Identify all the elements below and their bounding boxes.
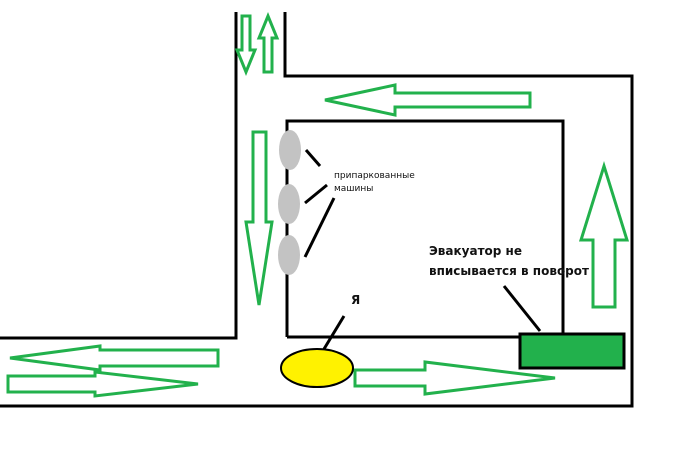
arrow-down-left-street (244, 130, 274, 306)
pointer-line (303, 197, 336, 258)
parked-car (279, 130, 301, 170)
tow-truck (518, 332, 626, 370)
arrow-right-bottom-left (6, 370, 199, 398)
arrow-right-bottom (353, 360, 556, 396)
pointer-lines (303, 149, 542, 350)
arrow-left-top (324, 83, 532, 117)
parked-cars-label-line2: машины (334, 184, 374, 194)
pointer-line (322, 315, 346, 350)
my-car (280, 348, 354, 388)
arrow-up-right-street (578, 160, 630, 309)
parked-cars (278, 130, 301, 275)
road-edges (0, 12, 634, 408)
tow-truck-label: Эвакуатор не вписывается в поворот (429, 241, 589, 281)
tow-truck-label-line2: вписывается в поворот (429, 264, 589, 278)
block-edge (285, 119, 565, 337)
road-edge-outer (0, 12, 634, 408)
pointer-line (304, 149, 322, 167)
arrow-left-bottom (9, 344, 220, 372)
parked-cars-label-line1: припаркованные (334, 171, 415, 181)
me-label: Я (351, 293, 361, 307)
tow-truck-label-line1: Эвакуатор не (429, 244, 522, 258)
parked-car (278, 235, 300, 275)
parked-car (278, 184, 300, 224)
pointer-line (502, 285, 542, 332)
arrow-down-top-left (234, 14, 258, 76)
arrow-up-top-right (256, 12, 280, 74)
pointer-line (304, 183, 328, 205)
traffic-arrows (6, 12, 630, 398)
parked-cars-label: припаркованные машины (334, 170, 415, 196)
road-edge-left-upper (0, 12, 238, 340)
